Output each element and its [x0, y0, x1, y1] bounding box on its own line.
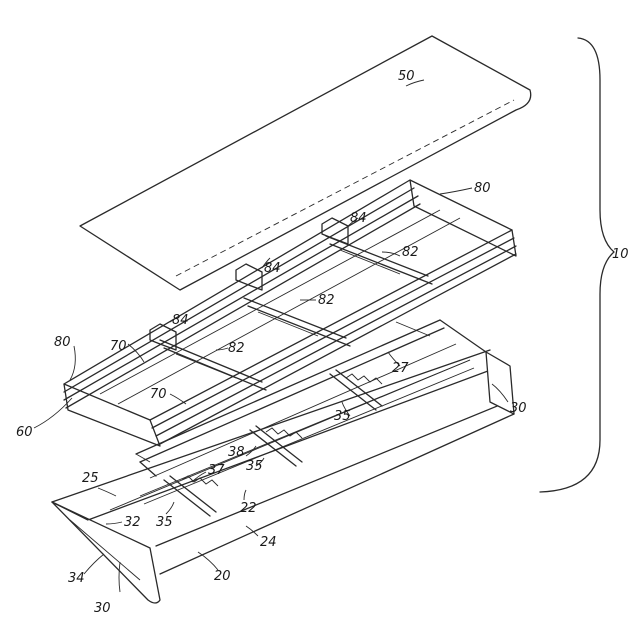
label-34: 34 — [68, 571, 85, 586]
tray-body — [52, 320, 514, 603]
label-38: 38 — [228, 445, 245, 460]
label-24: 24 — [260, 535, 277, 550]
label-30-right: 30 — [510, 401, 527, 416]
label-35-left: 35 — [156, 515, 173, 530]
bracket-10 — [540, 38, 614, 492]
label-32: 32 — [124, 515, 141, 530]
label-82-right: 82 — [402, 245, 419, 260]
label-10: 10 — [612, 247, 629, 262]
label-70-upper: 70 — [110, 339, 127, 354]
label-50: 50 — [398, 69, 415, 84]
label-84-left: 84 — [172, 313, 189, 328]
label-84-middle: 84 — [264, 261, 281, 276]
ladder-frame — [64, 180, 516, 446]
label-84-right: 84 — [350, 211, 367, 226]
label-70-lower: 70 — [150, 387, 167, 402]
label-80-left: 80 — [54, 335, 71, 350]
label-22: 22 — [240, 501, 257, 516]
label-20: 20 — [214, 569, 231, 584]
label-60: 60 — [16, 425, 33, 440]
label-25: 25 — [82, 471, 99, 486]
label-82-left: 82 — [228, 341, 245, 356]
label-27: 27 — [392, 361, 409, 376]
label-37: 37 — [208, 463, 225, 478]
label-80-right: 80 — [474, 181, 491, 196]
label-35-middle: 35 — [246, 459, 263, 474]
label-82-middle: 82 — [318, 293, 335, 308]
label-30-left: 30 — [94, 601, 111, 616]
label-35-right: 35 — [334, 409, 351, 424]
